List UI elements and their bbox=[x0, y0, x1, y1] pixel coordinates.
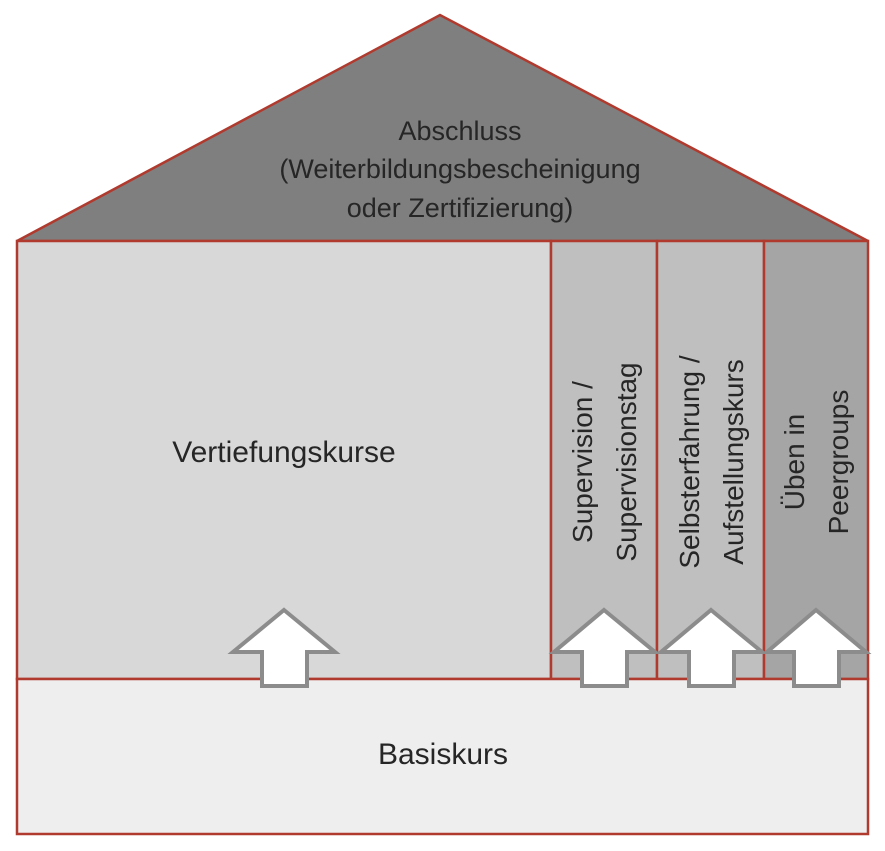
pillar-peergroups-line-1: Üben in bbox=[779, 414, 810, 511]
up-arrow-icon bbox=[548, 607, 661, 688]
basiskurs-label: Basiskurs bbox=[378, 738, 508, 771]
pillar-peergroups-text: Üben in Peergroups bbox=[779, 390, 854, 535]
pillar-supervision-line-2: Supervisionstag bbox=[611, 362, 642, 561]
pillar-supervision-line-1: Supervision / bbox=[567, 381, 598, 543]
pillar-selbsterfahrung-line-1: Selbsterfahrung / bbox=[674, 355, 705, 568]
up-arrow-icon bbox=[227, 607, 341, 688]
vertiefungskurse-block bbox=[15, 239, 553, 681]
pillar-peergroups bbox=[762, 239, 870, 681]
pillar-peergroups-line-2: Peergroups bbox=[823, 390, 854, 535]
roof-title: Abschluss bbox=[398, 116, 521, 146]
basiskurs-block bbox=[15, 677, 870, 836]
pillar-supervision bbox=[549, 239, 659, 681]
pillar-selbsterfahrung-line-2: Aufstellungskurs bbox=[718, 359, 749, 564]
up-arrow-icon bbox=[761, 607, 872, 688]
pillar-supervision-text: Supervision / Supervisionstag bbox=[567, 362, 642, 561]
up-arrow-icon bbox=[655, 607, 768, 688]
pillar-selbsterfahrung bbox=[655, 239, 766, 681]
roof-subtitle-line-1: (Weiterbildungsbescheinigung bbox=[279, 154, 640, 184]
pillar-selbsterfahrung-text: Selbsterfahrung / Aufstellungskurs bbox=[674, 355, 749, 568]
vertiefungskurse-label: Vertiefungskurse bbox=[172, 436, 395, 469]
roof-subtitle-line-2: oder Zertifizierung) bbox=[347, 193, 574, 223]
